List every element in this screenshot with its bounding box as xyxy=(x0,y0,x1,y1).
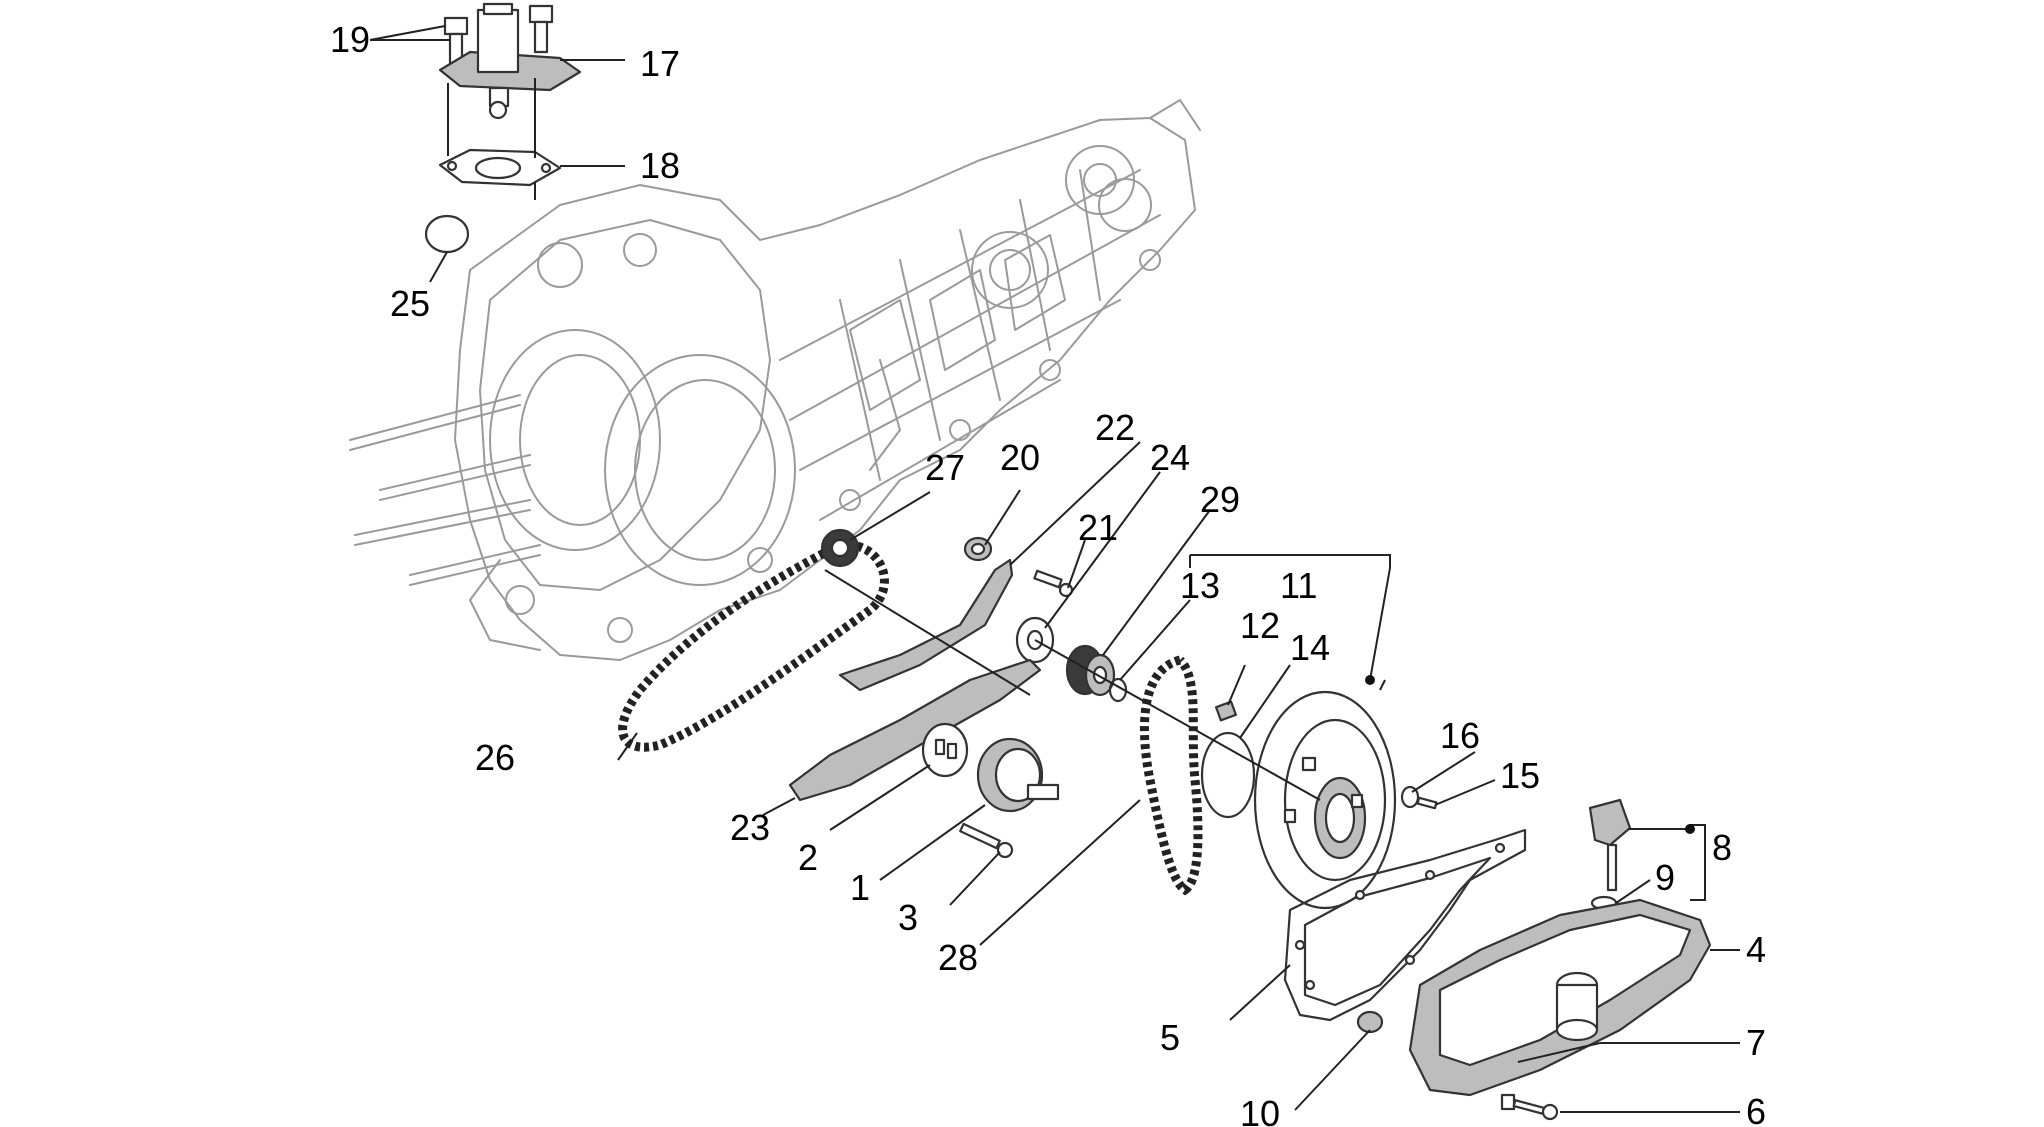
tensioner-bolt-left xyxy=(443,16,469,66)
callout-13: 13 xyxy=(1180,565,1220,606)
callout-12: 12 xyxy=(1240,605,1280,646)
oil-sump xyxy=(1408,898,1712,1097)
callout-5: 5 xyxy=(1160,1017,1180,1058)
callout-8: 8 xyxy=(1712,827,1732,868)
crankshaft-sprocket xyxy=(820,528,860,568)
pump-gasket-plate xyxy=(921,722,969,778)
leader-lines xyxy=(369,25,1740,1113)
callout-25: 25 xyxy=(390,283,430,324)
callout-28: 28 xyxy=(938,937,978,978)
callout-21: 21 xyxy=(1078,507,1118,548)
tensioner-bolt-right xyxy=(528,4,554,54)
callout-14: 14 xyxy=(1290,627,1330,668)
callout-2: 2 xyxy=(798,837,818,878)
callout-labels: 19 17 18 25 27 20 22 24 21 29 13 11 12 1… xyxy=(330,19,1766,1127)
chain-tensioner-body xyxy=(438,2,582,120)
callout-22: 22 xyxy=(1095,407,1135,448)
chain-slider-lower xyxy=(788,658,1042,802)
callout-3: 3 xyxy=(898,897,918,938)
cover-bush xyxy=(1214,700,1238,722)
callout-17: 17 xyxy=(640,43,680,84)
callout-18: 18 xyxy=(640,145,680,186)
oil-pump-cover xyxy=(1253,690,1397,910)
callout-23: 23 xyxy=(730,807,770,848)
tensioner-roller xyxy=(963,536,993,562)
cam-chain xyxy=(618,540,889,752)
chain-guide-upper xyxy=(838,558,1014,692)
oil-pump-drive-sprocket xyxy=(1065,644,1116,697)
pivot-screw xyxy=(1033,569,1074,598)
callout-7: 7 xyxy=(1746,1022,1766,1063)
callout-4: 4 xyxy=(1746,929,1766,970)
callout-27: 27 xyxy=(925,447,965,488)
cover-washer xyxy=(1400,785,1420,809)
callout-19: 19 xyxy=(330,19,370,60)
oil-pump-chain xyxy=(1139,655,1203,896)
callout-11: 11 xyxy=(1280,565,1317,606)
callout-16: 16 xyxy=(1440,715,1480,756)
callout-29: 29 xyxy=(1200,479,1240,520)
callout-6: 6 xyxy=(1746,1091,1766,1127)
callout-20: 20 xyxy=(1000,437,1040,478)
callout-26: 26 xyxy=(475,737,515,778)
crankcase-housing-drawing xyxy=(349,99,1201,661)
cover-screw xyxy=(1416,796,1438,810)
cover-o-ring xyxy=(1200,731,1256,819)
callout-10: 10 xyxy=(1240,1093,1280,1127)
callout-24: 24 xyxy=(1150,437,1190,478)
callout-15: 15 xyxy=(1500,755,1540,796)
tensioner-gasket xyxy=(438,148,562,187)
callout-9: 9 xyxy=(1655,857,1675,898)
dipstick-cap xyxy=(1588,798,1632,892)
drain-screw xyxy=(1500,1093,1559,1121)
o-ring xyxy=(424,214,470,254)
pump-screw xyxy=(959,822,1014,859)
callout-1: 1 xyxy=(850,867,870,908)
drain-plug-seal xyxy=(1356,1010,1384,1034)
oil-pump xyxy=(976,737,1060,813)
sump-gasket xyxy=(1283,828,1527,1022)
